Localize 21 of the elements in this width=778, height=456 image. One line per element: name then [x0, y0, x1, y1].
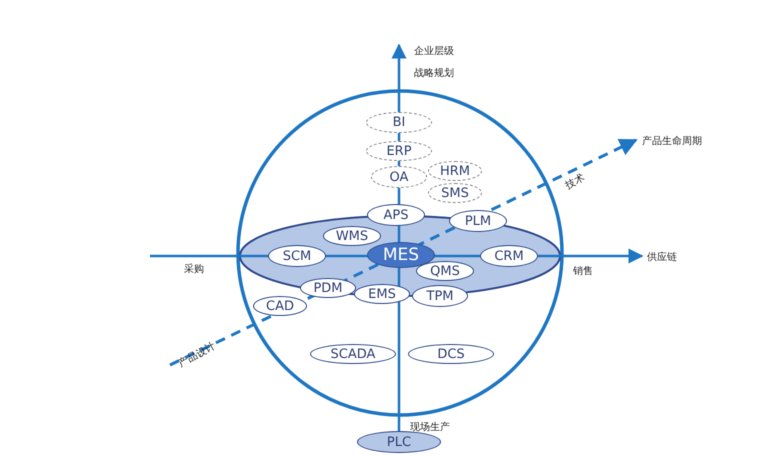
system-ellipse: DCS [408, 344, 494, 364]
system-ellipse: PLM [449, 210, 507, 232]
axis-label: 战略规划 [414, 66, 454, 80]
axis-label: 销售 [573, 265, 593, 278]
axis-label: 采购 [184, 262, 204, 276]
system-ellipse: CAD [253, 296, 307, 316]
system-ellipse: APS [367, 204, 425, 226]
dashed-ellipse: HRM [428, 161, 482, 181]
axis-label: 企业层级 [414, 44, 454, 58]
system-ellipse: SCADA [310, 344, 396, 364]
axis-label: 现场生产 [410, 420, 450, 434]
dashed-ellipse: SMS [428, 183, 482, 203]
axis-label: 产品设计 [176, 340, 218, 370]
axis-label: 供应链 [647, 250, 677, 264]
dashed-ellipse: BI [366, 112, 432, 132]
axis-label: 产品生命周期 [642, 134, 702, 148]
system-ellipse: PLC [357, 431, 441, 453]
dashed-ellipse: ERP [366, 141, 432, 161]
system-ellipse: EMS [354, 284, 410, 304]
axis-label: 技术 [563, 171, 588, 192]
dashed-ellipse: OA [371, 166, 427, 188]
